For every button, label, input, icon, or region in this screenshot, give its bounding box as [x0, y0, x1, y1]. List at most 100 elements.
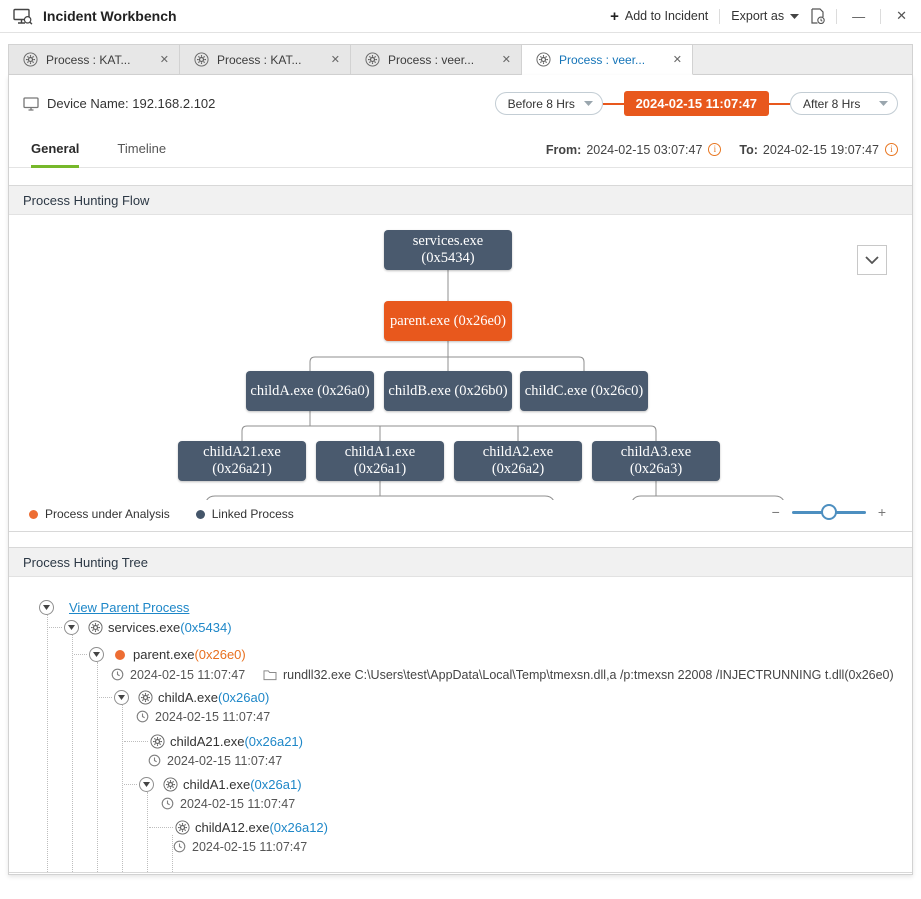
process-id: (0x26a1) — [250, 777, 302, 792]
export-as-button[interactable]: Export as — [731, 9, 800, 23]
legend-dot-icon — [195, 509, 205, 519]
process-tab-2[interactable]: Process : KAT... ✕ — [180, 45, 351, 75]
process-node[interactable]: childA2.exe(0x26a2) — [454, 441, 582, 481]
process-tab-1[interactable]: Process : KAT... ✕ — [9, 45, 180, 75]
chevron-down-icon — [879, 101, 888, 106]
tab-general[interactable]: General — [31, 132, 80, 168]
tree-guide-line — [122, 705, 123, 872]
zoom-out-button[interactable]: − — [771, 504, 780, 520]
clock-icon — [161, 797, 174, 810]
process-id: (0x26a0) — [217, 690, 270, 705]
to-label: To: — [739, 142, 758, 157]
expand-caret[interactable] — [89, 647, 104, 662]
time-range-info: From: 2024-02-15 03:07:47 i To: 2024-02-… — [546, 143, 898, 157]
from-value: 2024-02-15 03:07:47 — [586, 142, 703, 157]
zoom-in-button[interactable]: + — [877, 504, 886, 520]
process-gear-icon — [175, 820, 190, 835]
legend-dot-icon — [29, 509, 38, 519]
legend-label: Linked Process — [211, 507, 294, 521]
tab-close-icon[interactable]: ✕ — [672, 54, 682, 66]
process-id: (0x26a12) — [269, 820, 328, 835]
tab-close-icon[interactable]: ✕ — [159, 54, 169, 66]
clock-icon — [173, 840, 186, 853]
process-gear-icon — [88, 620, 103, 635]
view-parent-process-link[interactable]: View Parent Process — [69, 600, 190, 615]
zoom-slider-handle[interactable] — [820, 504, 837, 520]
collapse-flow-button[interactable] — [857, 245, 887, 275]
tree-guide-line — [172, 835, 173, 872]
process-name[interactable]: services.exe(0x5434) — [108, 620, 232, 635]
tree-panel-header: Process Hunting Tree — [9, 548, 912, 577]
process-tab-3[interactable]: Process : veer... ✕ — [351, 45, 522, 75]
process-node[interactable]: parent.exe (0x26e0) — [384, 301, 512, 341]
process-gear-icon — [365, 52, 380, 67]
zoom-control: − + — [771, 504, 886, 520]
info-icon[interactable]: i — [708, 143, 722, 156]
process-hunting-tree-panel: Process Hunting Tree View Parent Process… — [9, 547, 912, 873]
caret-down-icon — [68, 625, 75, 630]
info-icon[interactable]: i — [885, 143, 898, 156]
tab-timeline[interactable]: Timeline — [117, 140, 167, 156]
tab-label: Process : KAT... — [217, 52, 302, 67]
tab-close-icon[interactable]: ✕ — [501, 54, 511, 66]
process-node[interactable]: childA1.exe(0x26a1) — [316, 441, 444, 481]
tab-label: Process : KAT... — [46, 52, 131, 67]
minimize-button[interactable]: — — [852, 8, 866, 24]
clock-icon — [111, 668, 124, 681]
expand-caret[interactable] — [114, 690, 129, 705]
tab-label: Process : veer... — [388, 52, 475, 67]
legend-item: Linked Process — [195, 507, 294, 521]
monitor-icon — [23, 96, 39, 111]
divider — [880, 8, 882, 24]
process-gear-icon — [163, 777, 178, 792]
process-node[interactable]: childB.exe (0x26b0) — [384, 371, 512, 411]
legend-item: Process under Analysis — [29, 507, 170, 521]
process-name[interactable]: childA1.exe(0x26a1) — [183, 777, 302, 792]
workbench-panel: Device Name: 192.168.2.102 Before 8 Hrs … — [8, 75, 913, 875]
device-name-label: Device Name: 192.168.2.102 — [47, 96, 216, 111]
process-name[interactable]: childA.exe(0x26a0) — [158, 690, 270, 705]
tab-close-icon[interactable]: ✕ — [330, 54, 340, 66]
caret-down-icon — [118, 695, 125, 700]
process-gear-icon — [194, 52, 209, 67]
caret-down-icon — [43, 605, 50, 610]
expand-caret[interactable] — [64, 620, 79, 635]
process-tab-4[interactable]: Process : veer...✕ — [522, 45, 693, 75]
from-label: From: — [545, 142, 582, 157]
close-button[interactable]: ✕ — [896, 8, 907, 23]
process-node[interactable]: services.exe(0x5434) — [384, 230, 512, 270]
timeline-connector — [769, 102, 790, 105]
tree-branch-line — [124, 784, 137, 785]
after-hours-dropdown[interactable]: After 8 Hrs — [790, 92, 898, 115]
tree-branch-line — [74, 654, 87, 655]
before-hours-dropdown[interactable]: Before 8 Hrs — [494, 92, 603, 115]
process-gear-icon — [536, 52, 551, 67]
tree-guide-line — [97, 662, 98, 872]
zoom-slider[interactable] — [791, 504, 866, 520]
device-row: Device Name: 192.168.2.102 Before 8 Hrs … — [9, 75, 912, 132]
page-title: Incident Workbench — [43, 8, 177, 24]
pivot-time-button[interactable]: 2024-02-15 11:07:47 — [623, 91, 769, 116]
clock-icon — [161, 797, 174, 810]
process-gear-icon — [175, 820, 190, 835]
caret-down-icon — [143, 782, 150, 787]
process-node[interactable]: childA.exe (0x26a0) — [246, 371, 374, 411]
expand-caret[interactable] — [39, 600, 54, 615]
add-to-incident-button[interactable]: + Add to Incident — [610, 9, 708, 24]
export-history-icon[interactable] — [810, 8, 825, 24]
tree-branch-line — [99, 697, 112, 698]
before-hours-value: Before 8 Hrs — [507, 96, 575, 111]
device-info: Device Name: 192.168.2.102 — [23, 96, 215, 111]
flow-chart: services.exe(0x5434)parent.exe (0x26e0)c… — [9, 215, 912, 500]
process-name[interactable]: parent.exe(0x26e0) — [133, 647, 246, 662]
process-node[interactable]: childC.exe (0x26c0) — [520, 371, 648, 411]
process-id: (0x26a21) — [244, 734, 303, 749]
process-node[interactable]: childA3.exe(0x26a3) — [592, 441, 720, 481]
process-node[interactable]: childA21.exe(0x26a21) — [178, 441, 306, 481]
window-header: Incident Workbench + Add to Incident Exp… — [0, 0, 921, 33]
process-name[interactable]: childA12.exe(0x26a12) — [195, 820, 328, 835]
caret-down-icon — [93, 652, 100, 657]
expand-caret[interactable] — [139, 777, 154, 792]
process-name[interactable]: childA21.exe(0x26a21) — [170, 734, 303, 749]
process-gear-icon — [138, 690, 153, 705]
